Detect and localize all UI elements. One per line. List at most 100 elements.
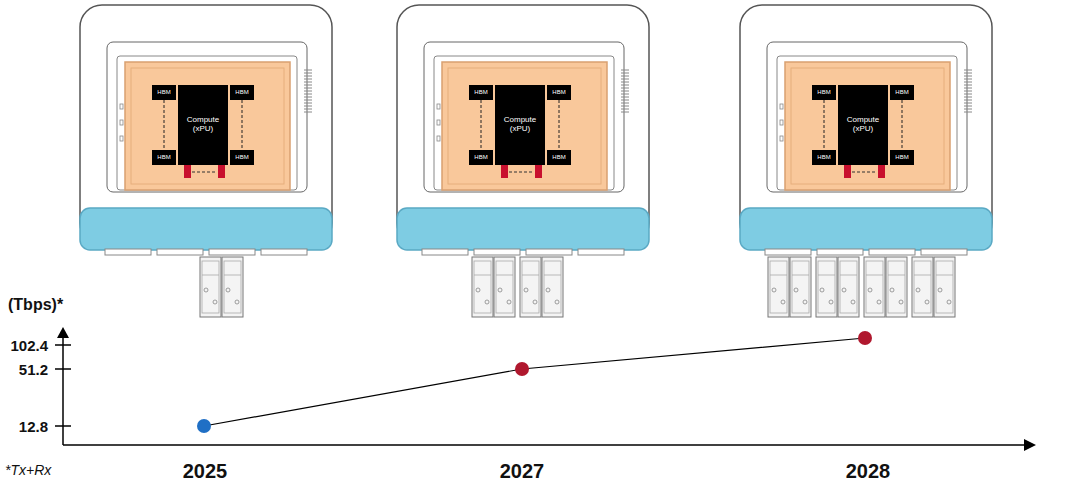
optical-cage [840,261,857,313]
pin-marks [621,70,629,71]
year-label: 2027 [500,460,545,483]
package-frame [117,56,297,190]
optical-cage [496,275,513,276]
optical-cage [914,261,931,313]
hbm-stack: HBM [890,85,914,100]
pin-marks [304,79,312,80]
year-label: 2025 [183,460,228,483]
pin-marks [964,91,972,92]
connector-stub [209,249,255,255]
optical-cage [200,257,221,317]
pin-marks [304,76,312,77]
data-point [515,362,529,376]
connector-board [80,208,332,250]
optical-cage [866,261,883,313]
pin-marks [304,82,312,83]
tick-label: 51.2 [19,361,48,378]
optical-cage [820,288,824,292]
optical-cage [794,288,798,292]
axis-tick [55,368,71,370]
pin-marks [964,82,972,83]
phy-link [509,172,534,173]
pin-marks [304,73,312,74]
compute-die: Compute (xPU) [178,85,228,165]
side-mark [780,136,783,141]
connector-stub [578,249,624,255]
optical-cage [533,300,537,304]
hbm-stack: HBM [890,150,914,165]
node-text: Compute (xPU) [183,116,223,134]
connector-stub [157,249,203,255]
substrate [125,62,290,190]
optical-cage [829,300,833,304]
optical-cage [472,257,493,317]
pin-marks [964,76,972,77]
phy-link [192,172,217,173]
axis-arrow [1024,439,1036,451]
optical-cage [838,257,859,317]
side-mark [437,104,440,109]
pin-marks [304,91,312,92]
optical-cage [864,257,885,317]
pin-marks [964,100,972,101]
optical-cage [934,257,955,317]
node-text: HBM [235,154,248,161]
hbm-stack: HBM [812,85,836,100]
side-mark [120,136,123,141]
optical-cage [772,288,776,292]
node-text: HBM [474,89,487,96]
optical-cage [770,261,787,313]
hbm-stack: HBM [469,85,493,100]
optical-cage [899,300,903,304]
pin-marks [621,85,629,86]
node-text: HBM [235,89,248,96]
pin-marks [304,106,312,107]
optical-cage [474,261,491,313]
y-axis [62,332,64,445]
pin-marks [964,106,972,107]
side-mark [780,120,783,125]
hbm-link [164,100,165,150]
side-mark [780,104,783,109]
pin-marks [304,85,312,86]
node-text: HBM [895,154,908,161]
optical-cage [476,288,480,292]
optical-cage [890,288,894,292]
optical-cage [914,275,931,276]
hbm-stack: HBM [230,150,254,165]
optical-cage [936,261,953,313]
pin-marks [621,97,629,98]
optical-cage [213,300,217,304]
pin-marks [621,88,629,89]
optical-cage [790,257,811,317]
data-point [197,419,211,433]
node-text: HBM [474,154,487,161]
optical-cage [938,288,942,292]
hbm-link [559,100,560,150]
hbm-link [242,100,243,150]
hbm-stack: HBM [812,150,836,165]
connector-stub [817,249,863,255]
node-text: Compute (xPU) [500,116,540,134]
optical-cage [226,288,230,292]
hbm-stack: HBM [230,85,254,100]
hbm-link [481,100,482,150]
substrate [442,62,607,190]
node-text: HBM [552,154,565,161]
pin-marks [964,109,972,110]
optical-cage [840,275,857,276]
pin-marks [621,73,629,74]
pin-marks [304,97,312,98]
optical-cage [947,300,951,304]
node-text: HBM [157,89,170,96]
side-mark [120,120,123,125]
pin-marks [304,70,312,71]
optical-cage [818,261,835,313]
pin-marks [621,109,629,110]
optical-cage [888,275,905,276]
axis-arrow [57,327,69,338]
pin-marks [964,88,972,89]
connector-stub [869,249,915,255]
connector-stub [765,249,811,255]
